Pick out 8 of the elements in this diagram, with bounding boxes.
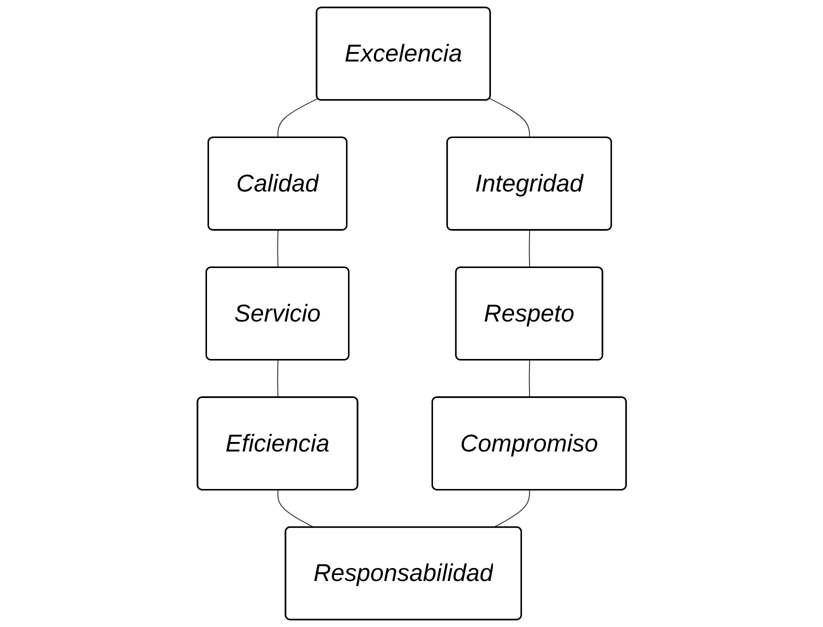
connector — [277, 98, 318, 138]
connector — [276, 230, 278, 268]
connector — [488, 98, 530, 138]
connector — [528, 230, 530, 268]
connector — [528, 360, 530, 398]
connector — [277, 490, 314, 528]
connector — [492, 490, 530, 528]
connector — [276, 360, 278, 398]
